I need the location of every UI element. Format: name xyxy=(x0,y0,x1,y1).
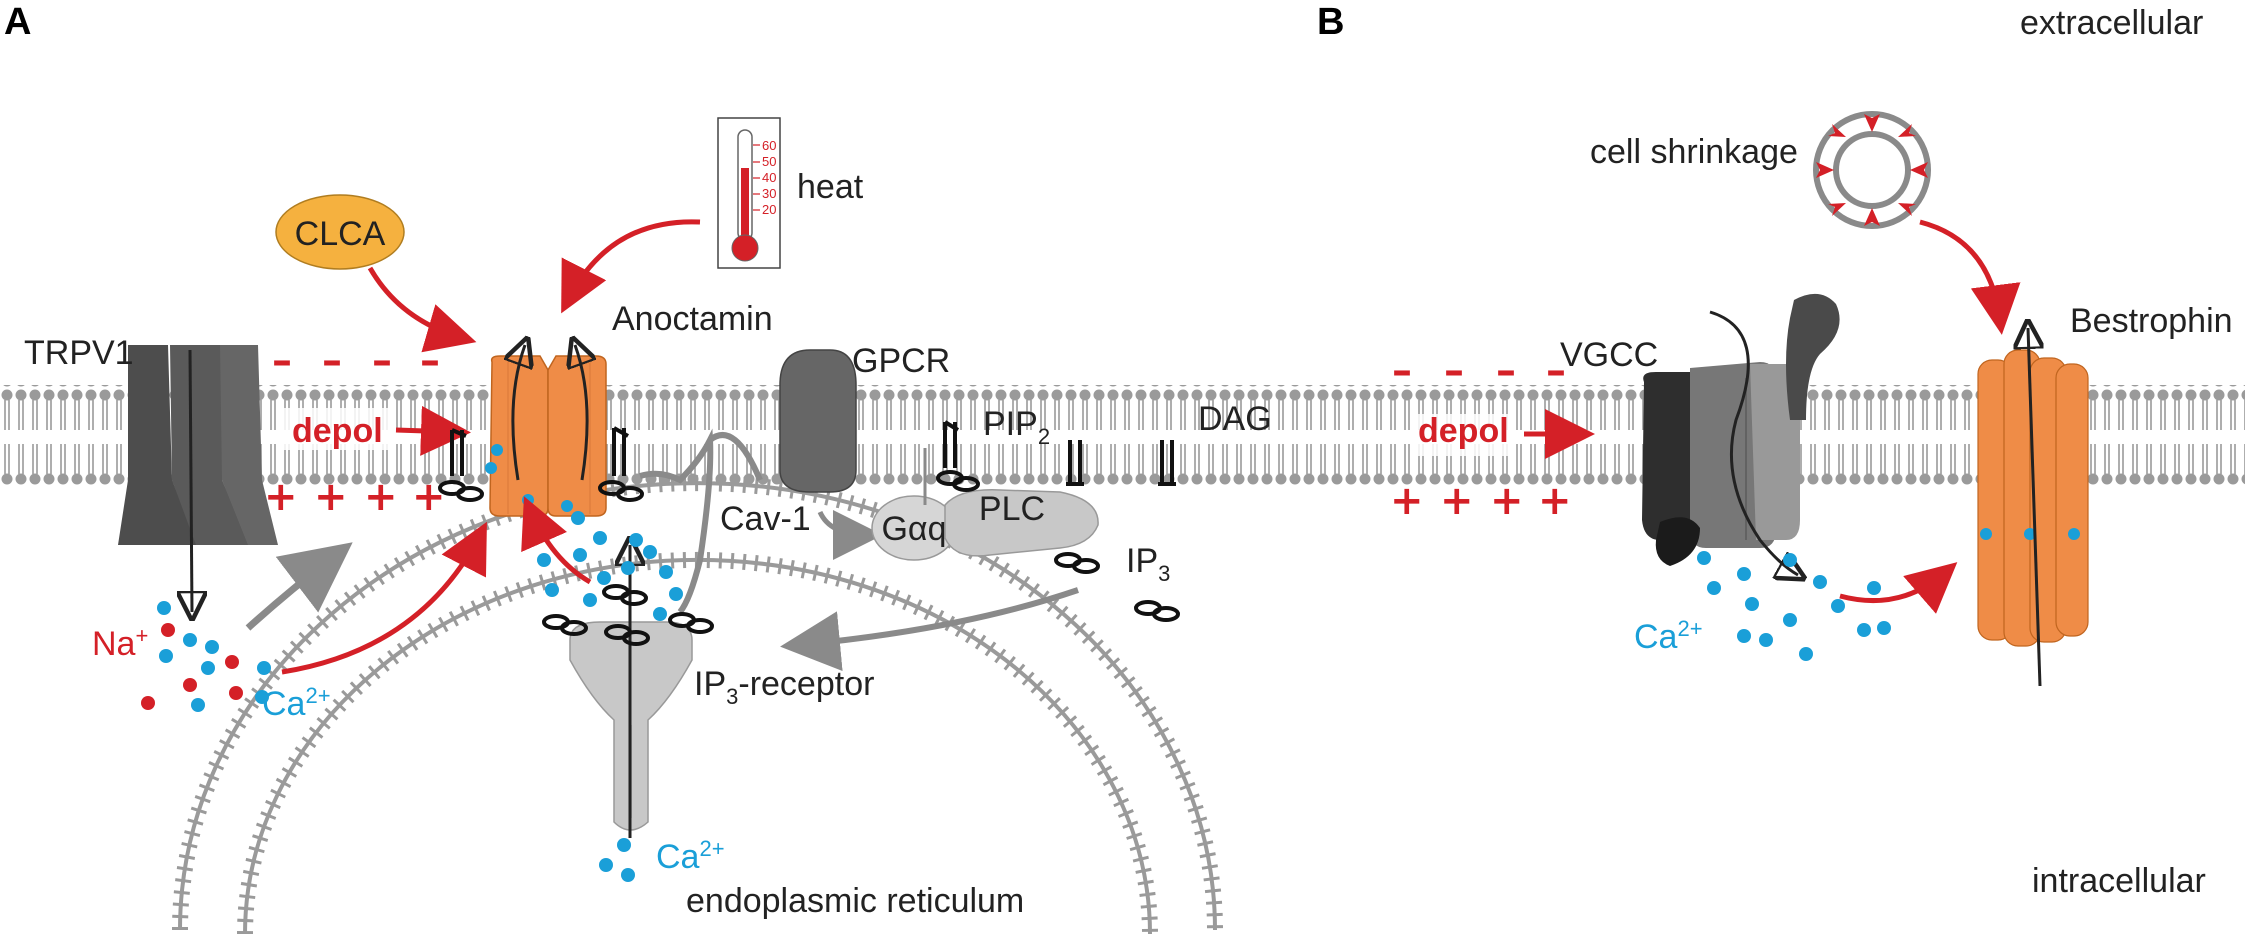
trpv1-channel xyxy=(118,345,278,612)
calcium-ions-vgcc xyxy=(1697,551,1891,661)
dag-label: DAG xyxy=(1198,400,1272,438)
svg-text:+: + xyxy=(364,474,398,520)
svg-text:+: + xyxy=(1390,478,1424,524)
arrow-shrinkage-to-bestrophin xyxy=(1919,219,2021,335)
arrow-er-calcium-to-anoctamin xyxy=(521,496,592,585)
svg-text:30: 30 xyxy=(762,186,776,201)
arrow-trpv1-to-membrane xyxy=(245,542,353,631)
svg-text:–: – xyxy=(420,338,440,384)
dag-molecules xyxy=(1066,440,1176,486)
sodium-ions xyxy=(141,623,243,710)
calcium-ions-cytosol xyxy=(537,511,683,621)
arrow-clca-to-anoctamin xyxy=(367,266,477,353)
vgcc-channel xyxy=(1642,293,1840,575)
svg-text:–: – xyxy=(1546,348,1566,394)
membrane-charges-minus-b: – – – – xyxy=(1392,348,1566,394)
arrow-cav1-to-gaq xyxy=(817,509,883,560)
vgcc-label: VGCC xyxy=(1560,336,1658,374)
calcium-ions-er xyxy=(599,838,635,882)
trpv1-label: TRPV1 xyxy=(24,334,134,372)
svg-text:–: – xyxy=(1496,348,1516,394)
membrane-charges-plus-b: + + + + xyxy=(1390,478,1572,524)
svg-text:–: – xyxy=(1392,348,1412,394)
depol-label-b: depol xyxy=(1418,412,1509,450)
gpcr-label: GPCR xyxy=(852,342,950,380)
svg-text:–: – xyxy=(1444,348,1464,394)
svg-text:–: – xyxy=(322,338,342,384)
pip2-label: PIP2 xyxy=(983,405,1050,449)
svg-text:+: + xyxy=(1440,478,1474,524)
arrow-ip3-to-receptor xyxy=(780,587,1079,671)
intracellular-label: intracellular xyxy=(2032,862,2206,900)
svg-text:+: + xyxy=(1538,478,1572,524)
gpcr-receptor xyxy=(779,349,857,493)
pip2-molecules-anoctamin xyxy=(438,426,644,502)
cell-shrinkage-label: cell shrinkage xyxy=(1590,133,1798,171)
panel-a-label: A xyxy=(4,1,31,43)
ip3-label: IP3 xyxy=(1126,542,1170,586)
clca-label: CLCA xyxy=(295,215,386,253)
svg-text:+: + xyxy=(1490,478,1524,524)
cav1-label: Cav-1 xyxy=(720,500,811,538)
plc-protein xyxy=(944,489,1099,557)
anoctamin-label: Anoctamin xyxy=(612,300,773,338)
calcium-label-er: Ca2+ xyxy=(656,836,725,876)
sodium-label: Na+ xyxy=(92,623,148,663)
ip3-bound-receptor xyxy=(542,584,714,646)
membrane-charges-plus-a: + + + + xyxy=(264,474,446,520)
svg-text:50: 50 xyxy=(762,154,776,169)
pip2-molecule-plc xyxy=(936,420,980,492)
svg-text:40: 40 xyxy=(762,170,776,185)
arrow-calcium-to-bestrophin xyxy=(1839,562,1958,614)
clca-protein xyxy=(275,194,405,270)
bestrophin-label: Bestrophin xyxy=(2070,302,2233,340)
calcium-label-trpv1: Ca2+ xyxy=(262,683,331,723)
svg-text:–: – xyxy=(372,338,392,384)
plc-label: PLC xyxy=(979,490,1045,528)
thermometer-icon: 60 50 40 30 20 xyxy=(717,117,781,269)
svg-text:60: 60 xyxy=(762,138,776,153)
svg-text:+: + xyxy=(314,474,348,520)
membrane-charges-minus-a: – – – – xyxy=(272,338,440,384)
caveolin-1 xyxy=(639,428,714,614)
arrow-heat-to-anoctamin xyxy=(561,219,701,314)
svg-text:+: + xyxy=(412,474,446,520)
calcium-label-vgcc: Ca2+ xyxy=(1634,616,1703,656)
extracellular-label: extracellular xyxy=(2020,4,2203,42)
svg-text:–: – xyxy=(272,338,292,384)
bestrophin-channel xyxy=(1977,328,2089,687)
svg-text:20: 20 xyxy=(762,202,776,217)
svg-text:+: + xyxy=(264,474,298,520)
depol-label-a: depol xyxy=(292,412,383,450)
heat-label: heat xyxy=(797,168,864,206)
arrow-calcium-to-anoctamin xyxy=(281,521,487,675)
cell-shrinkage-icon xyxy=(1813,111,1931,229)
ip3-receptor-label: IP3-receptor xyxy=(694,665,874,709)
arrow-depol-a xyxy=(395,405,471,456)
ip3-molecules xyxy=(1054,552,1180,622)
panel-b-label: B xyxy=(1317,1,1344,43)
er-label: endoplasmic reticulum xyxy=(686,882,1024,920)
calcium-ions-trpv1 xyxy=(157,601,271,712)
anoctamin-channel xyxy=(485,345,607,517)
gaq-label: Gαq xyxy=(881,510,946,548)
